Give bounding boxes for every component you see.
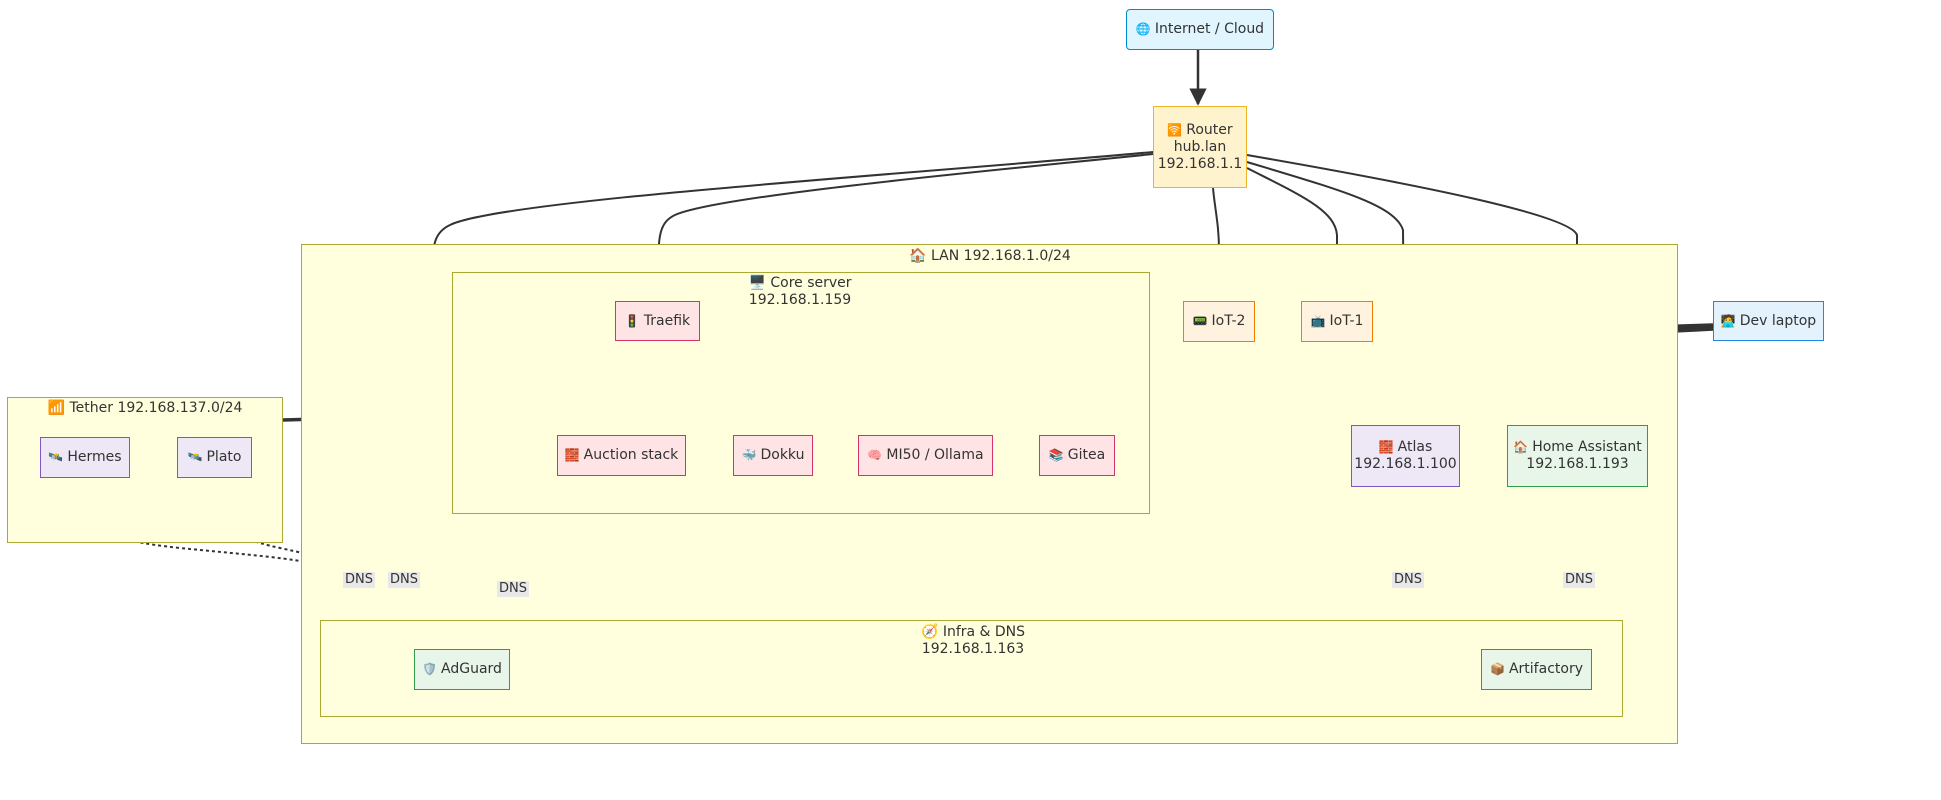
edge-label-dns-plato: DNS: [388, 572, 420, 588]
node-adguard[interactable]: 🛡️ AdGuard: [414, 649, 510, 690]
globe-icon: 🌐: [1135, 22, 1151, 36]
cluster-core-title: 🖥️ Core server 192.168.1.159: [720, 275, 880, 309]
satellite-icon: 🛰️: [48, 450, 64, 464]
node-traefik-label: Traefik: [643, 312, 691, 329]
cluster-core-name: 🖥️ Core server: [748, 275, 852, 291]
node-plato[interactable]: 🛰️ Plato: [177, 437, 252, 478]
node-dokku-label: Dokku: [760, 447, 805, 463]
edge-label-dns-core: DNS: [497, 581, 529, 597]
cluster-infra-title: 🧭 Infra & DNS 192.168.1.163: [893, 624, 1053, 658]
edge-router-atlas: [1246, 161, 1412, 425]
node-internet[interactable]: 🌐 Internet / Cloud: [1126, 9, 1274, 50]
cluster-lan-title: 🏠 LAN 192.168.1.0/24: [909, 248, 1071, 264]
node-artifactory[interactable]: 📦 Artifactory: [1481, 649, 1592, 690]
node-mi50-label: MI50 / Ollama: [886, 447, 984, 463]
node-gitea-label: Gitea: [1067, 447, 1106, 463]
brick-icon: 🧱: [1378, 440, 1394, 454]
edge-label-dns-hermes: DNS: [343, 572, 375, 588]
node-iot1-label: IoT-1: [1329, 313, 1364, 329]
cluster-infra-dns: [320, 620, 1623, 717]
node-hermes[interactable]: 🛰️ Hermes: [40, 437, 130, 478]
node-homeassistant-ip: 192.168.1.193: [1526, 456, 1629, 472]
cluster-core-ip: 192.168.1.159: [748, 292, 852, 308]
node-router-host: hub.lan: [1173, 138, 1227, 155]
node-iot-2[interactable]: 📟 IoT-2: [1183, 301, 1255, 342]
edge-router-iot1: [1246, 167, 1344, 301]
node-home-assistant[interactable]: 🏠Home Assistant 192.168.1.193: [1507, 425, 1648, 487]
node-atlas-label: Atlas: [1397, 439, 1433, 455]
cluster-tether-title: 📶 Tether 192.168.137.0/24: [47, 400, 243, 416]
node-auction-stack[interactable]: 🧱 Auction stack: [557, 435, 686, 476]
node-router[interactable]: 🛜Router hub.lan 192.168.1.1: [1153, 106, 1247, 188]
satellite-icon: 🛰️: [187, 450, 203, 464]
node-internet-label: Internet / Cloud: [1154, 21, 1265, 37]
edge-label-dns-homeassistant: DNS: [1563, 572, 1595, 588]
node-router-ip: 192.168.1.1: [1157, 155, 1243, 172]
node-auction-label: Auction stack: [583, 447, 679, 463]
node-artifactory-label: Artifactory: [1508, 661, 1583, 677]
pager-icon: 📟: [1192, 314, 1208, 328]
edge-router-adguard: [426, 151, 1154, 647]
edge-router-core: [651, 153, 1154, 272]
node-gitea[interactable]: 📚 Gitea: [1039, 435, 1115, 476]
edge-router-homeassistant: [1246, 154, 1584, 425]
node-adguard-label: AdGuard: [441, 661, 502, 677]
wifi-icon: 🛜: [1167, 122, 1183, 137]
node-mi50-ollama[interactable]: 🧠 MI50 / Ollama: [858, 435, 993, 476]
node-atlas-ip: 192.168.1.100: [1354, 456, 1457, 472]
package-icon: 📦: [1490, 662, 1505, 676]
node-dokku[interactable]: 🐳 Dokku: [733, 435, 813, 476]
node-homeassistant-label: Home Assistant: [1532, 439, 1642, 455]
brain-icon: 🧠: [867, 448, 883, 462]
node-hermes-label: Hermes: [67, 449, 122, 465]
brick-icon: 🧱: [564, 448, 580, 462]
node-traefik[interactable]: 🚦 Traefik: [615, 301, 700, 341]
books-icon: 📚: [1048, 448, 1064, 462]
node-iot-1[interactable]: 📺 IoT-1: [1301, 301, 1373, 342]
node-devlaptop-label: Dev laptop: [1739, 312, 1817, 329]
node-dev-laptop[interactable]: 🧑‍💻 Dev laptop: [1713, 301, 1824, 341]
shield-icon: 🛡️: [422, 662, 438, 676]
tv-icon: 📺: [1310, 314, 1326, 328]
whale-icon: 🐳: [741, 448, 757, 462]
cluster-infra-ip: 192.168.1.163: [921, 641, 1025, 657]
cluster-infra-name: 🧭 Infra & DNS: [920, 624, 1026, 640]
node-router-label: Router: [1186, 121, 1233, 138]
developer-icon: 🧑‍💻: [1720, 313, 1736, 328]
traffic-light-icon: 🚦: [624, 313, 640, 328]
edge-label-dns-atlas: DNS: [1392, 572, 1424, 588]
house-icon: 🏠: [1513, 440, 1529, 454]
node-plato-label: Plato: [206, 449, 242, 465]
node-atlas[interactable]: 🧱Atlas 192.168.1.100: [1351, 425, 1460, 487]
node-iot2-label: IoT-2: [1211, 313, 1246, 329]
